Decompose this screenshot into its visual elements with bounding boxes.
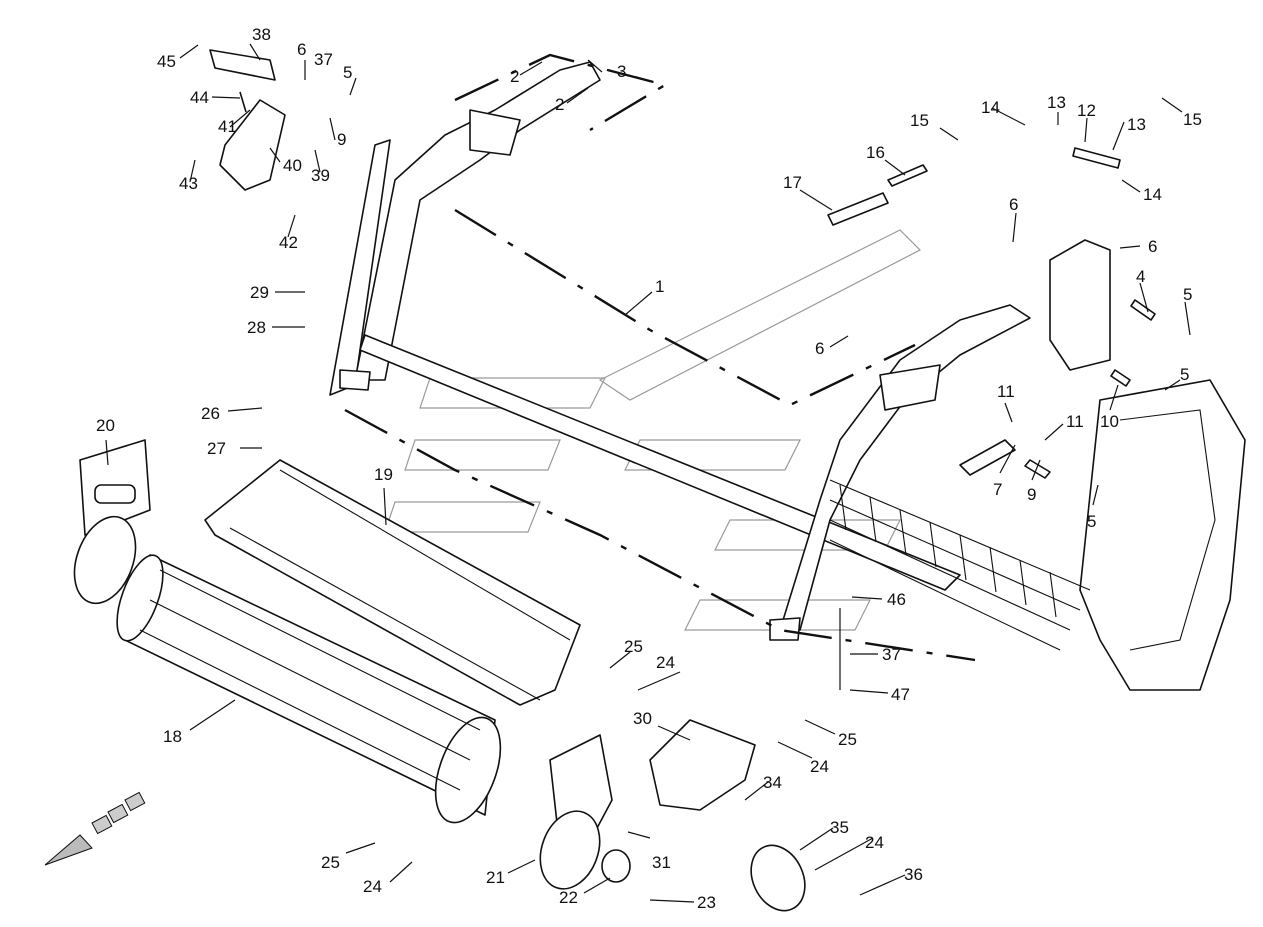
callout-6: 6 [1148,237,1157,256]
guard-30 [649,719,756,811]
callout-11: 11 [997,382,1015,401]
callout-2: 2 [555,95,564,114]
side-plate-20 [73,439,151,605]
callout-47: 47 [891,685,910,704]
callout-26: 26 [201,404,220,423]
callout-21: 21 [486,868,505,887]
callout-15: 15 [910,111,929,130]
callout-6: 6 [1009,195,1018,214]
callout-11: 11 [1066,412,1084,431]
callout-9: 9 [1027,485,1036,504]
callout-4: 4 [1136,267,1145,286]
callout-14: 14 [981,98,1000,117]
callout-43: 43 [179,174,198,193]
callout-37: 37 [882,645,901,664]
callout-30: 30 [633,709,652,728]
callout-39: 39 [311,166,330,185]
callout-19: 19 [374,465,393,484]
side-panel-pickup [829,239,1246,691]
hardware-cluster-right [827,147,1156,479]
callout-6: 6 [297,40,306,59]
callout-41: 41 [218,117,237,136]
callout-37: 37 [314,50,333,69]
cross-beam-19 [204,459,581,706]
callout-20: 20 [96,416,115,435]
callout-29: 29 [250,283,269,302]
cover-disc-35 [750,844,806,912]
callout-27: 27 [207,439,226,458]
callout-25: 25 [321,853,340,872]
callout-labels: 1 2 2 3 4 5 5 5 5 6 6 6 6 7 9 9 10 11 11… [96,25,1202,912]
callout-24: 24 [363,877,382,896]
callout-40: 40 [283,156,302,175]
callout-7: 7 [993,480,1002,499]
callout-28: 28 [247,318,266,337]
callout-45: 45 [157,52,176,71]
callout-24: 24 [810,757,829,776]
bearing-bracket-21 [539,734,631,890]
callout-5: 5 [1180,365,1189,384]
callout-36: 36 [904,865,923,884]
callout-5: 5 [1183,285,1192,304]
callout-3: 3 [617,62,626,81]
callout-1: 1 [655,277,664,296]
main-frame-assembly [329,53,1031,662]
callout-38: 38 [252,25,271,44]
callout-15: 15 [1183,110,1202,129]
callout-9: 9 [337,130,346,149]
callout-14: 14 [1143,185,1162,204]
callout-25: 25 [838,730,857,749]
callout-18: 18 [163,727,182,746]
callout-42: 42 [279,233,298,252]
travel-direction-arrow-icon [44,791,146,866]
callout-13: 13 [1047,93,1066,112]
callout-46: 46 [887,590,906,609]
callout-24: 24 [656,653,675,672]
callout-24: 24 [865,833,884,852]
callout-5: 5 [1087,512,1096,531]
callout-17: 17 [783,173,802,192]
roller-18 [116,554,502,824]
callout-10: 10 [1100,412,1119,431]
linkage-assembly-38 [209,49,286,191]
leader-lines [105,43,1191,903]
callout-23: 23 [697,893,716,912]
callout-34: 34 [763,773,782,792]
callout-35: 35 [830,818,849,837]
callout-16: 16 [866,143,885,162]
callout-22: 22 [559,888,578,907]
callout-44: 44 [190,88,209,107]
callout-6: 6 [815,339,824,358]
callout-12: 12 [1077,101,1096,120]
callout-5: 5 [343,63,352,82]
callout-31: 31 [652,853,671,872]
callout-2: 2 [510,67,519,86]
callout-13: 13 [1127,115,1146,134]
callout-25: 25 [624,637,643,656]
